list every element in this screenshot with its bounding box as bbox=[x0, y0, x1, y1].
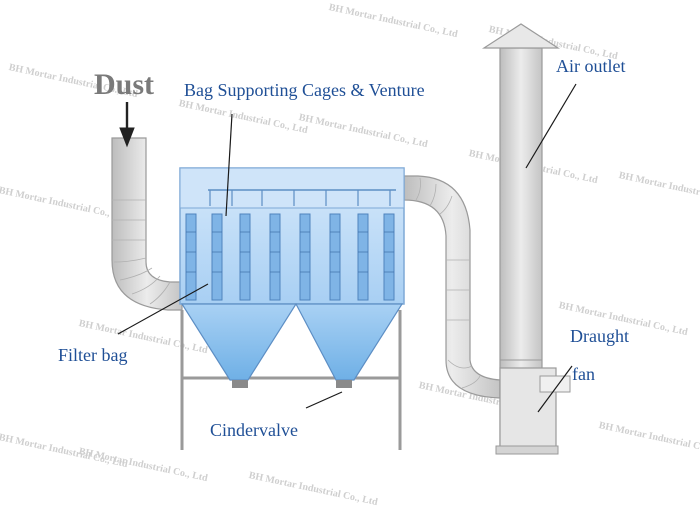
support-frame bbox=[180, 310, 402, 450]
fan-label: fan bbox=[572, 364, 595, 384]
air-outlet-label: Air outlet bbox=[556, 56, 626, 76]
filter-cages bbox=[185, 213, 395, 301]
hopper-right bbox=[295, 303, 404, 381]
cindervalve-label: Cindervalve bbox=[210, 420, 298, 440]
outlet-duct bbox=[403, 175, 501, 399]
draught-label: Draught bbox=[570, 326, 629, 346]
dust-arrow-icon bbox=[119, 102, 135, 148]
cindervalve-left bbox=[232, 380, 248, 388]
stack-cap bbox=[481, 23, 561, 49]
filter-bag-label: Filter bag bbox=[58, 345, 128, 365]
dust-label: Dust bbox=[94, 68, 155, 101]
hopper-left bbox=[180, 303, 298, 381]
cindervalve-right bbox=[336, 380, 352, 388]
inlet-duct bbox=[111, 137, 183, 311]
bag-cages-label: Bag Supporting Cages & Venture bbox=[184, 80, 425, 100]
